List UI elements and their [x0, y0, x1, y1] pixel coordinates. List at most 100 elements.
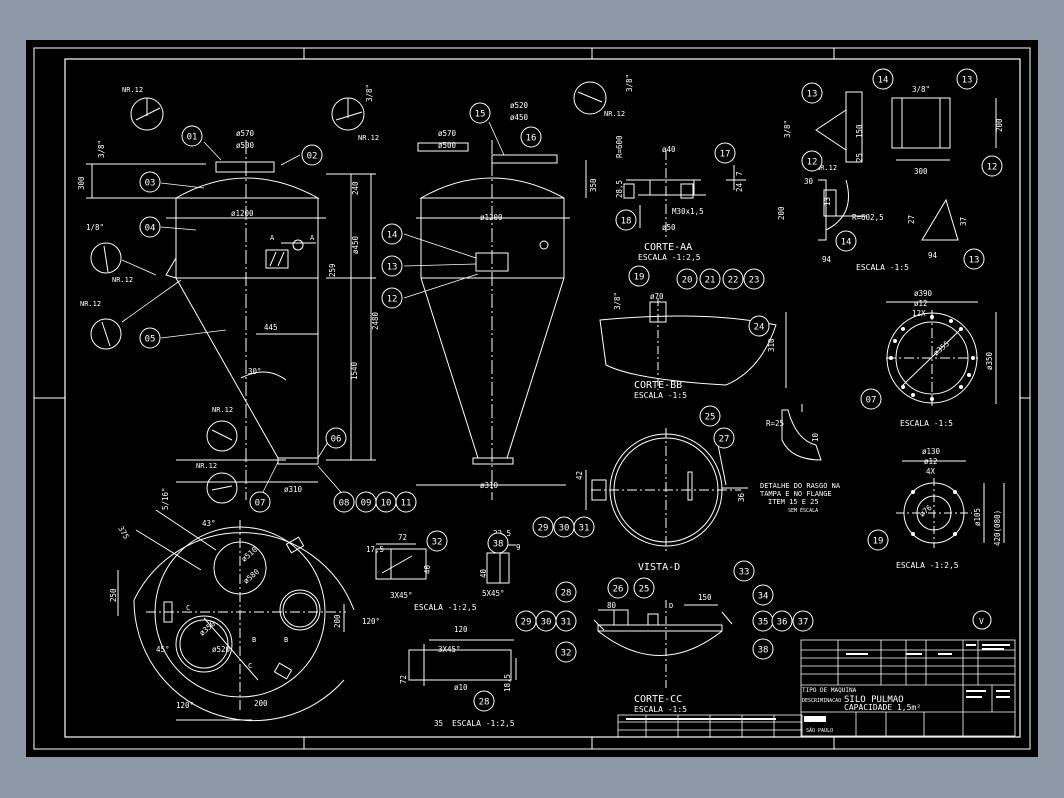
dim-310-bb: 310: [767, 338, 776, 352]
title-vista-d: VISTA-D: [638, 562, 680, 573]
dim-27: 27: [907, 215, 916, 224]
nr12-c: NR.12: [112, 276, 133, 284]
sec-a-right: A: [310, 234, 315, 242]
nr12-e: NR.12: [212, 406, 233, 414]
dim-1-2: 3/8": [783, 120, 792, 138]
dim-d76: ø76: [918, 503, 935, 519]
dim-200-side: 200: [777, 206, 786, 220]
balloon-31-x11: 31: [561, 618, 572, 628]
balloon-33-32: 33: [739, 568, 750, 578]
balloon-15-14-circle: [469, 102, 491, 124]
dim-d310: ø310: [284, 485, 303, 494]
balloon-17-16: 17: [720, 150, 731, 160]
balloon-13-x4: 13: [962, 76, 973, 86]
dim-200-top: 200: [995, 118, 1004, 132]
balloon-15-14: 15: [475, 110, 486, 120]
corte-aa: [623, 150, 746, 240]
corte-bb: [599, 298, 787, 390]
balloon-09-8: 09: [361, 499, 372, 509]
dim-250: 250: [109, 588, 118, 602]
scale-28: ESCALA -1:2,5: [452, 719, 515, 728]
balloon-38-38-circle: [487, 532, 509, 554]
balloon-06-5: 06: [331, 435, 342, 445]
balloon-30-29: 30: [559, 524, 570, 534]
balloon-14-x3: 14: [878, 76, 889, 86]
dim-d40: ø40: [662, 145, 676, 154]
balloon-13-x2-circle: [801, 82, 823, 104]
balloon-25-24: 25: [705, 413, 716, 423]
dim-d130: ø130: [922, 447, 941, 456]
balloon-23-22: 23: [749, 276, 760, 286]
nr12-f: NR.12: [196, 462, 217, 470]
note-line3: ITEM 15 E 25: [768, 498, 819, 506]
balloon-13-x6: 13: [969, 256, 980, 266]
balloon-32-31-circle: [426, 530, 448, 552]
balloon-02-1: 02: [307, 152, 318, 162]
balloon-12-x5-circle: [981, 155, 1003, 177]
balloon-13-12-circle: [381, 255, 403, 277]
balloon-04-3: 04: [145, 224, 156, 234]
dim-37: 37: [959, 217, 968, 226]
balloon-32-x12: 32: [561, 649, 572, 659]
dim-350: 350: [589, 178, 598, 192]
dim-r600: R=600: [615, 135, 624, 158]
dim-200c: 200: [333, 614, 342, 628]
nr12-h: NR.12: [816, 164, 837, 172]
sec-b-a: B: [252, 636, 256, 644]
note-line1: DETALHE DO RASGO NA: [760, 482, 841, 490]
dim-d390: ø390: [914, 289, 933, 298]
balloon-22-21: 22: [728, 276, 739, 286]
balloon-26-25-circle: [607, 577, 629, 599]
dim-d500: ø500: [236, 141, 255, 150]
balloon-04-3-circle: [139, 216, 161, 238]
balloon-18-17-circle: [615, 209, 637, 231]
balloon-36-35: 36: [777, 618, 788, 628]
balloon-28-27-circle: [473, 690, 495, 712]
scale-bb: ESCALA -1:5: [634, 391, 687, 400]
dim-13: 13: [823, 197, 832, 206]
dim-24: 24: [735, 182, 744, 192]
dim-r25: R=25: [766, 419, 784, 428]
dim-front-d1200: ø1200: [480, 213, 503, 222]
flange-130-holes: [911, 490, 957, 536]
company-city: SÃO PAULO: [806, 727, 833, 734]
dim-72a: 72: [398, 533, 407, 542]
balloon-17-16-circle: [714, 142, 736, 164]
balloon-38-37-circle: [752, 638, 774, 660]
dim-front-d310: ø310: [480, 481, 499, 490]
balloon-27-26: 27: [719, 435, 730, 445]
drawing-sheet: ø570 ø500 ø1200 ø310 445 30° ø450 240 25…: [26, 40, 1038, 757]
dim-240: 240: [351, 181, 360, 195]
dim-150b: 150: [698, 593, 712, 602]
balloon-02-1-circle: [301, 144, 323, 166]
balloon-25-x14: 25: [639, 585, 650, 595]
nr12-a: NR.12: [122, 86, 143, 94]
flange-390-holes: [889, 315, 975, 401]
balloon-32-x12-circle: [555, 641, 577, 663]
balloon-05-4: 05: [145, 335, 156, 345]
scale-aa: ESCALA -1:2,5: [638, 253, 701, 262]
dim-3-8-right: 3/8": [365, 84, 374, 102]
balloon-12-11-circle: [381, 287, 403, 309]
dim-d10: ø10: [454, 683, 468, 692]
balloon-11-10: 11: [401, 499, 412, 509]
flange-390: [886, 301, 997, 406]
dim-d520b: ø520: [212, 645, 231, 654]
dim-18-5: 18,5: [503, 674, 512, 692]
technical-drawing: ø570 ø500 ø1200 ø310 445 30° ø450 240 25…: [33, 47, 1031, 750]
dim-43: 43°: [202, 519, 216, 528]
dim-40a: 40: [423, 564, 432, 574]
sec-d: D: [669, 602, 673, 610]
balloon-01-0-circle: [181, 125, 203, 147]
balloon-29-28: 29: [538, 524, 549, 534]
revision-letter: V: [979, 617, 984, 626]
detail-12-13-14: [815, 91, 997, 241]
dim-2480: 2480: [371, 311, 380, 330]
balloon-26-25: 26: [613, 585, 624, 595]
balloon-37-36: 37: [798, 618, 809, 628]
nr12-d: NR.12: [80, 300, 101, 308]
silo-front-view: [416, 140, 587, 500]
title-small-text: [626, 644, 1010, 722]
balloon-37-36-circle: [792, 610, 814, 632]
balloon-31-30-circle: [573, 516, 595, 538]
